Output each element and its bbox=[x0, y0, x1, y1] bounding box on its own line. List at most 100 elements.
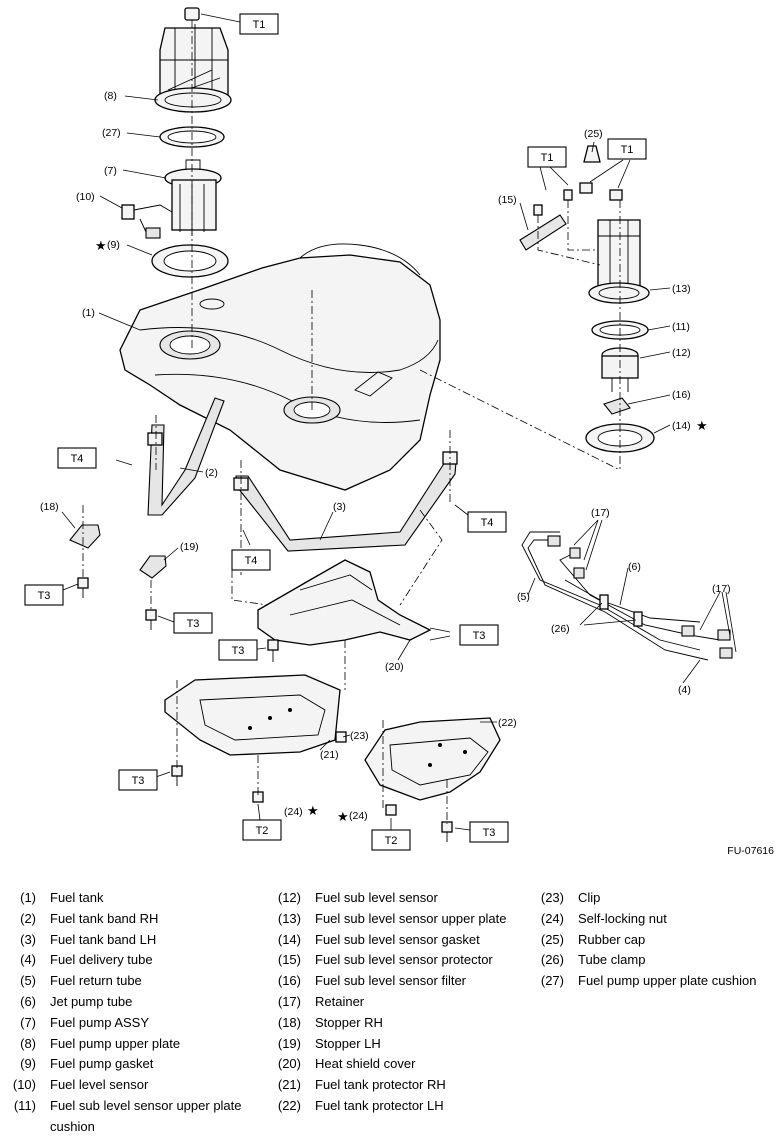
legend-item: (17) Retainer bbox=[265, 992, 527, 1013]
legend-item-label: Fuel sub level sensor filter bbox=[315, 973, 467, 989]
legend-item: (15)Fuel sub level sensor protector bbox=[265, 950, 527, 971]
legend-item: (3) Fuel tank band LH bbox=[0, 930, 265, 951]
legend-item-number: (14) bbox=[277, 931, 301, 947]
torque-box-t3-heat-shield-left: T3 bbox=[218, 639, 258, 661]
torque-box-t1-protector: T1 bbox=[527, 146, 567, 168]
legend-item: (1)Fuel tank bbox=[0, 888, 265, 909]
legend-item-number: (8) bbox=[20, 1035, 36, 1051]
heat-shield-cover bbox=[257, 559, 432, 662]
fuel-tank bbox=[119, 243, 441, 491]
legend-item-number: (18) bbox=[277, 1014, 301, 1030]
legend-item-label: Fuel return tube bbox=[50, 973, 142, 989]
callout-27: (27) bbox=[102, 127, 121, 139]
legend-item-number: (27) bbox=[540, 973, 564, 989]
callout-5: (5) bbox=[517, 591, 530, 603]
legend-item: (8) Fuel pump upper plate bbox=[0, 1034, 265, 1055]
legend-column-1: (1)Fuel tank(2)Fuel tank band RH(3) Fuel … bbox=[0, 888, 265, 1138]
legend-item-number: (24) bbox=[540, 910, 564, 926]
callout-15: (15) bbox=[498, 194, 517, 206]
legend-item: (24) Self-locking nut bbox=[528, 909, 782, 930]
legend-item-number: (7) bbox=[20, 1014, 36, 1030]
torque-box-t2-protector-lh: T2 bbox=[371, 829, 411, 851]
legend-item-number: (11) bbox=[13, 1097, 36, 1113]
legend-item-label: Self-locking nut bbox=[578, 910, 667, 926]
torque-box-t3-stopper-lh: T3 bbox=[173, 612, 213, 634]
callout-labels: (8) (27) (7) (10) ★ (9) (1) (2) (3) (15)… bbox=[40, 90, 731, 824]
legend-item-label: Heat shield cover bbox=[315, 1056, 416, 1072]
fuel-sub-level-sensor-upper-plate bbox=[579, 182, 650, 304]
legend-item: (6)Jet pump tube bbox=[0, 992, 265, 1013]
callout-26: (26) bbox=[551, 623, 570, 635]
legend-item-label: Retainer bbox=[315, 993, 365, 1009]
figure-id: FU-07616 bbox=[727, 845, 774, 857]
legend-item-label: Fuel sub level sensor upper plate cushio… bbox=[50, 1097, 242, 1134]
legend-item: (21) Fuel tank protector RH bbox=[265, 1075, 527, 1096]
fuel-pump-assy bbox=[164, 159, 222, 236]
legend-item: (7)Fuel pump ASSY bbox=[0, 1013, 265, 1034]
legend-item-number: (17) bbox=[277, 993, 301, 1009]
svg-text:T4: T4 bbox=[71, 453, 84, 465]
fuel-sub-level-sensor-protector bbox=[519, 189, 573, 251]
legend-item-label: Tube clamp bbox=[578, 952, 646, 968]
legend-item-label: Fuel tank protector LH bbox=[315, 1097, 444, 1113]
legend-item: (25)Rubber cap bbox=[528, 930, 782, 951]
callout-14: (14) bbox=[672, 420, 691, 432]
fuel-tank-protector-rh bbox=[164, 674, 341, 803]
callout-11: (11) bbox=[672, 321, 690, 333]
callout-12: (12) bbox=[672, 347, 691, 359]
svg-text:T2: T2 bbox=[385, 835, 398, 847]
legend-item-number: (2) bbox=[20, 910, 36, 926]
legend-item-number: (15) bbox=[277, 952, 301, 968]
callout-10: (10) bbox=[76, 191, 95, 203]
legend-item-label: Fuel tank band LH bbox=[50, 931, 157, 947]
legend-item: (12) Fuel sub level sensor bbox=[265, 888, 527, 909]
legend-item: (2)Fuel tank band RH bbox=[0, 909, 265, 930]
rubber-cap bbox=[583, 145, 601, 163]
legend-item: (16)Fuel sub level sensor filter bbox=[265, 971, 527, 992]
svg-text:T1: T1 bbox=[541, 152, 554, 164]
callout-21: (21) bbox=[320, 749, 339, 761]
legend-item-number: (4) bbox=[20, 952, 36, 968]
legend-item: (10)Fuel level sensor bbox=[0, 1075, 265, 1096]
legend-item-number: (3) bbox=[20, 931, 36, 947]
stopper-lh bbox=[139, 555, 167, 630]
legend-item-label: Fuel sub level sensor upper plate bbox=[315, 910, 507, 926]
callout-18: (18) bbox=[40, 501, 59, 513]
fuel-pump-gasket bbox=[151, 244, 229, 278]
torque-box-t4-band-lh-left: T4 bbox=[231, 549, 271, 571]
legend-item-label: Fuel sub level sensor gasket bbox=[315, 931, 480, 947]
callout-8: (8) bbox=[104, 90, 117, 102]
legend-item-label: Stopper RH bbox=[315, 1014, 383, 1030]
svg-text:T1: T1 bbox=[253, 19, 266, 31]
legend-item-number: (6) bbox=[20, 993, 36, 1009]
callout-19: (19) bbox=[180, 541, 199, 553]
legend-item-label: Fuel sub level sensor bbox=[315, 890, 438, 905]
legend-item-label: Fuel pump upper plate cushion bbox=[578, 973, 757, 989]
torque-box-t4-band-lh-right: T4 bbox=[467, 511, 507, 533]
legend-item: (22)Fuel tank protector LH bbox=[265, 1096, 527, 1117]
legend-item-number: (12) bbox=[277, 890, 301, 905]
svg-text:T3: T3 bbox=[232, 645, 245, 657]
callout-24-right: (24) bbox=[349, 810, 368, 822]
callout-6: (6) bbox=[628, 561, 641, 573]
legend-item-label: Fuel tank bbox=[50, 890, 104, 905]
legend-item-label: Fuel pump upper plate bbox=[50, 1035, 181, 1051]
star-14: ★ bbox=[696, 418, 708, 433]
fuel-tank-protector-lh bbox=[335, 717, 501, 842]
legend-item-number: (26) bbox=[540, 952, 564, 968]
stopper-rh bbox=[69, 524, 101, 598]
callout-3: (3) bbox=[333, 501, 346, 513]
legend-item: (20)Heat shield cover bbox=[265, 1054, 527, 1075]
legend-item: (27) Fuel pump upper plate cushion bbox=[528, 971, 782, 992]
legend-item-number: (21) bbox=[277, 1077, 301, 1093]
torque-box-t3-heat-shield-right: T3 bbox=[459, 624, 499, 646]
torque-box-t2-protector-rh: T2 bbox=[242, 819, 282, 841]
torque-box-t1-sub-plate: T1 bbox=[607, 138, 647, 160]
callout-13: (13) bbox=[672, 283, 691, 295]
legend-item-label: Fuel tank protector RH bbox=[315, 1077, 446, 1093]
callout-4: (4) bbox=[678, 684, 691, 696]
torque-box-t3-protector-rh: T3 bbox=[118, 769, 158, 791]
legend-item-number: (19) bbox=[277, 1035, 301, 1051]
callout-22: (22) bbox=[498, 717, 517, 729]
fuel-pump-upper-plate bbox=[154, 7, 232, 113]
